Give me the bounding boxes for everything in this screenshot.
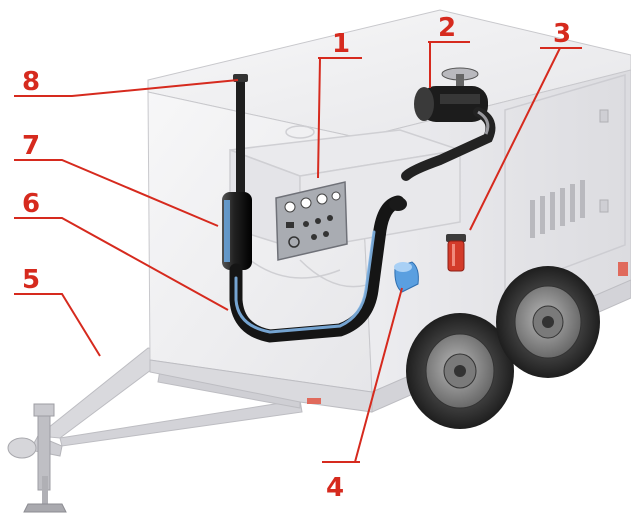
air-filter-icon (401, 67, 496, 181)
muffler-icon (222, 192, 252, 270)
coolant-hose-icon (229, 195, 407, 343)
callout-number-7: 7 (22, 131, 40, 161)
callout-number-1: 1 (332, 29, 350, 59)
callout-number-5: 5 (22, 265, 40, 295)
callout-leader-4 (322, 287, 403, 463)
callout-number-6: 6 (22, 189, 40, 219)
callout-number-3: 3 (553, 19, 571, 49)
callout-leader-2 (428, 41, 470, 88)
callout-leader-1 (317, 57, 362, 179)
callout-leader-5 (14, 293, 101, 357)
wheel-icon (406, 313, 514, 429)
callout-leader-7 (14, 159, 219, 227)
wheel-icon (496, 266, 600, 378)
callout-leader-3 (469, 47, 582, 231)
callout-leaders (14, 41, 582, 463)
callout-number-2: 2 (438, 13, 456, 43)
callout-leader-6 (14, 217, 229, 311)
callout-number-8: 8 (22, 67, 40, 97)
fuel-filter-icon (446, 234, 466, 272)
trailer-jack-icon (23, 403, 67, 513)
callout-leader-8 (14, 79, 239, 97)
oil-filter-icon (394, 261, 419, 293)
callout-numbers: 1 2 3 4 5 6 7 8 (22, 13, 571, 503)
callout-number-4: 4 (326, 473, 344, 503)
control-panel-icon (275, 181, 348, 261)
